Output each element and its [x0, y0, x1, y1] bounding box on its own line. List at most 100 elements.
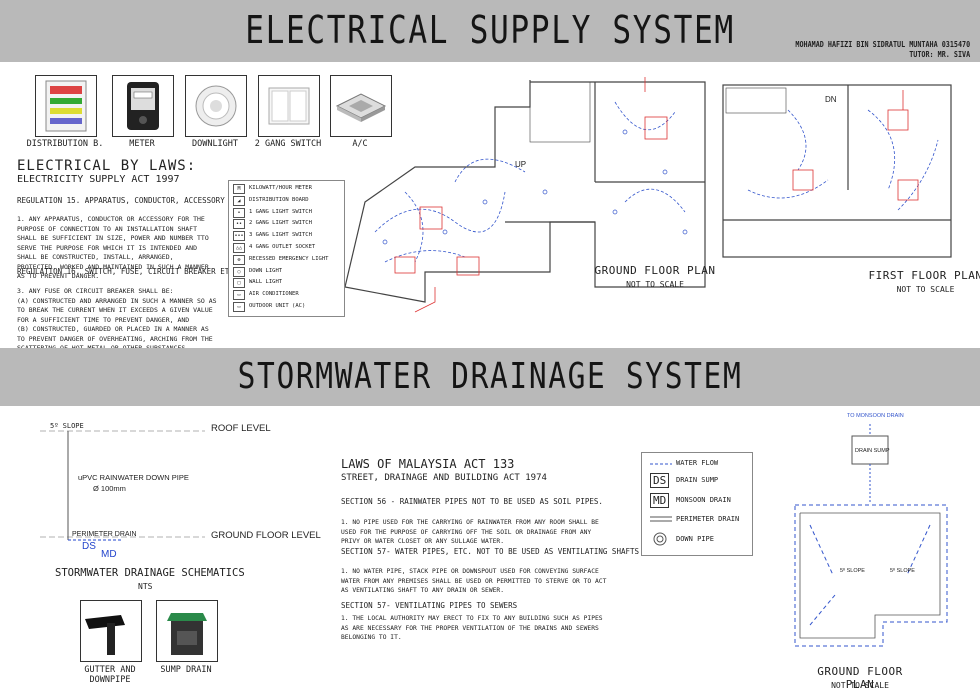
stormwater-plan [794, 424, 948, 647]
ds-marker: DS [82, 541, 96, 552]
downpipe-label: uPVC RAINWATER DOWN PIPE [78, 473, 189, 482]
electrical-legend-label: WALL LIGHT [249, 279, 283, 286]
student-name: MOHAMAD HAFIZI BIN SIDRATUL MUNTAHA 0315… [795, 40, 970, 49]
sump-figure [156, 600, 218, 662]
aircon-icon [335, 93, 387, 122]
electrical-legend-symbol: ○ [233, 266, 245, 277]
legend-monsoon-drain: MONSOON DRAIN [676, 496, 731, 504]
electrical-legend-label: DOWN LIGHT [249, 267, 283, 274]
wiring-dashes-first [747, 109, 939, 211]
electrical-legend-label: 4 GANG OUTLET SOCKET [249, 244, 316, 250]
bylaws-act: ELECTRICITY SUPPLY ACT 1997 [17, 174, 180, 185]
storm-plan-sub: NOT TO SCALE [831, 681, 889, 690]
gutter-caption: GUTTER AND DOWNPIPE [84, 665, 136, 685]
section-56-text: 1. NO PIPE USED FOR THE CARRYING OF RAIN… [341, 519, 599, 545]
sump-drain-icon [167, 613, 207, 655]
electrical-legend-label: 3 GANG LIGHT SWITCH [249, 232, 312, 239]
gutter-icon [85, 615, 125, 655]
ground-plan-sub: NOT TO SCALE [626, 280, 684, 289]
perimeter-drain-lines [794, 504, 948, 647]
electrical-legend-symbol: ⊗ [233, 254, 245, 265]
legend-down-pipe: DOWN PIPE [676, 535, 714, 543]
storm-plan-label: GROUND FLOOR PLAN [817, 665, 903, 691]
first-floor-electrical-plan: DN [722, 84, 952, 258]
stormwater-title: STORMWATER DRAINAGE SYSTEM [237, 356, 743, 397]
ground-level-label: GROUND FLOOR LEVEL [211, 530, 321, 541]
plan-slope-2: 5º SLOPE [890, 568, 915, 574]
stormwater-schematic [40, 430, 205, 541]
legend-md-symbol: MD [650, 493, 670, 508]
gutter-figure [80, 600, 142, 662]
stormwater-banner: STORMWATER DRAINAGE SYSTEM [0, 348, 980, 406]
switch-icon [268, 87, 310, 125]
regulation-16: REGULATION 16. SWITCH, FUSE, CIRCUIT BRE… [17, 267, 239, 276]
legend-perimeter-drain: PERIMETER DRAIN [676, 515, 740, 523]
reg16-a: (A) CONSTRUCTED AND ARRANGED IN SUCH A M… [17, 296, 217, 324]
md-marker: MD [101, 549, 117, 560]
tutor-name: TUTOR: MR. SIVA [909, 50, 970, 59]
stormwater-legend: WATER FLOW DS DRAIN SUMP MD MONSOON DRAI… [641, 452, 753, 556]
distribution-board-icon [45, 80, 87, 132]
aircon-figure [330, 75, 392, 137]
electrical-legend-symbol: ▭ [233, 290, 245, 301]
electrical-legend-label: OUTDOOR UNIT (AC) [249, 303, 306, 309]
electrical-legend-label: 2 GANG LIGHT SWITCH [249, 220, 312, 227]
schematic-nts: NTS [138, 582, 153, 591]
downpipe-diameter: Ø 100mm [93, 484, 126, 493]
reg16-intro: 3. ANY FUSE OR CIRCUIT BREAKER SHALL BE: [17, 287, 174, 295]
caption-aircon: A/C [352, 139, 368, 149]
ground-floor-electrical-plan: UP [345, 77, 706, 313]
perimeter-drain-label: PERIMETER DRAIN [72, 531, 137, 538]
perimeter-drain-icon [650, 516, 672, 522]
roof-level-label: ROOF LEVEL [211, 423, 271, 434]
ground-plan-label: GROUND FLOOR PLAN [594, 264, 716, 277]
electrical-legend: M KILOWATT/HOUR METER ◢ DISTRIBUTION BOARD •… [228, 180, 345, 317]
electrical-legend-symbol: • [233, 207, 245, 218]
section-57a: SECTION 57- WATER PIPES, ETC. NOT TO BE … [341, 547, 640, 556]
electrical-legend-symbol: M [233, 184, 245, 194]
section-57a-text: 1. NO WATER PIPE, STACK PIPE OR DOWNSPOU… [341, 568, 607, 594]
slope-label: 5º SLOPE [50, 422, 84, 430]
downlight-figure [185, 75, 247, 137]
caption-switch: 2 GANG SWITCH [254, 139, 322, 149]
first-plan-label: FIRST FLOOR PLAN [868, 269, 980, 282]
electrical-legend-symbol: □ [233, 278, 245, 289]
down-pipe-icon [653, 532, 667, 546]
meter-figure [112, 75, 174, 137]
electrical-legend-symbol: ••• [233, 231, 245, 242]
legend-drain-sump: DRAIN SUMP [676, 476, 719, 484]
sump-caption: SUMP DRAIN [160, 665, 212, 675]
meter-icon [127, 82, 159, 130]
plan-walls [345, 80, 706, 303]
up-label: UP [515, 160, 526, 169]
credits: MOHAMAD HAFIZI BIN SIDRATUL MUNTAHA 0315… [795, 40, 970, 60]
caption-meter: METER [129, 139, 155, 149]
distribution-board-figure [35, 75, 97, 137]
electrical-legend-symbol: ◢ [233, 195, 245, 206]
plan-slope-1: 5º SLOPE [840, 568, 865, 574]
downlight-icon [195, 85, 237, 127]
legend-ds-symbol: DS [650, 473, 670, 488]
legend-water-flow: WATER FLOW [676, 459, 719, 467]
downlights [382, 129, 688, 245]
electrical-legend-label: 1 GANG LIGHT SWITCH [249, 208, 312, 215]
electrical-legend-label: DISTRIBUTION BOARD [249, 196, 309, 203]
section-57b: SECTION 57- VENTILATING PIPES TO SEWERS [341, 601, 518, 610]
electrical-legend-label: AIR CONDITIONER [249, 291, 299, 298]
sump-label: DRAIN SUMP [855, 448, 890, 454]
ac-units-first [792, 90, 919, 201]
electrical-legend-label: RECESSED EMERGENCY LIGHT [249, 255, 329, 262]
section-57b-text: 1. THE LOCAL AUTHORITY MAY ERECT TO FIX … [341, 615, 603, 641]
electrical-legend-symbol: △△ [233, 243, 245, 253]
schematic-caption: STORMWATER DRAINAGE SCHEMATICS [55, 567, 245, 579]
electrical-legend-label: KILOWATT/HOUR METER [249, 185, 312, 191]
building-outline [799, 512, 941, 639]
electrical-title: ELECTRICAL SUPPLY SYSTEM [245, 8, 735, 52]
electrical-banner: ELECTRICAL SUPPLY SYSTEM [0, 0, 980, 62]
electrical-legend-symbol: •• [233, 219, 245, 230]
ac-units [394, 77, 668, 313]
caption-distribution: DISTRIBUTION B. [26, 139, 104, 149]
regulation-16-text: 3. ANY FUSE OR CIRCUIT BREAKER SHALL BE:… [17, 287, 217, 354]
first-plan-sub: NOT TO SCALE [896, 285, 955, 294]
section-56: SECTION 56 - RAINWATER PIPES NOT TO BE U… [341, 497, 603, 506]
